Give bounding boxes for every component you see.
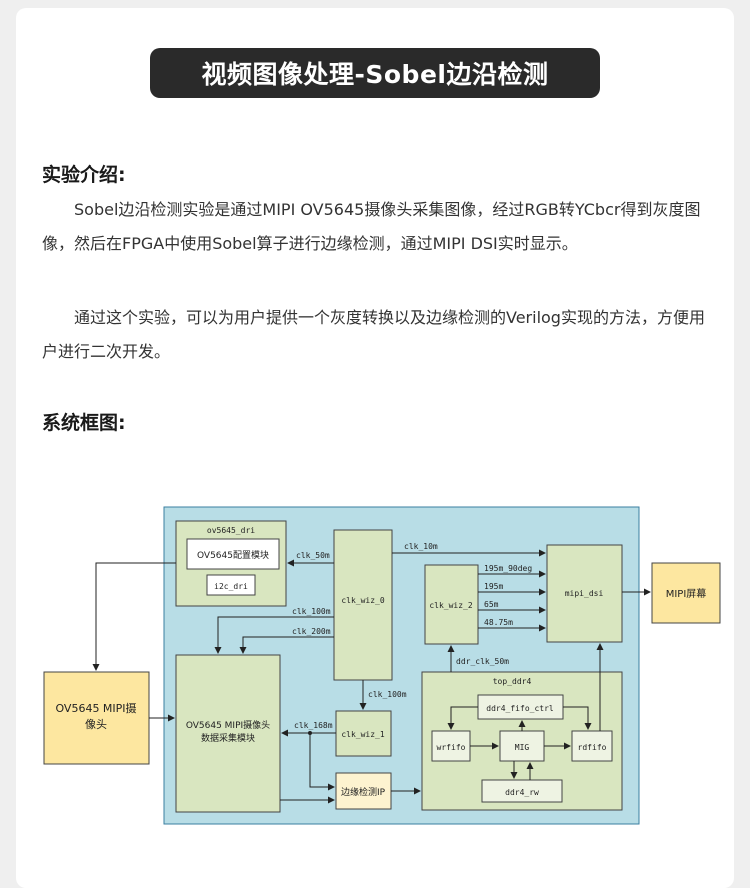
label-clk-200m: clk_200m <box>292 627 331 636</box>
page-title: 视频图像处理-Sobel边沿检测 <box>150 48 600 98</box>
intro-heading: 实验介绍: <box>42 164 126 186</box>
edge-ip-label: 边缘检测IP <box>341 786 386 798</box>
camera-block <box>43 671 150 765</box>
label-65m: 65m <box>484 600 499 609</box>
ov5645-dri-label: ov5645_dri <box>207 526 255 535</box>
label-48-75m: 48.75m <box>484 618 513 627</box>
wire-clk-100m-a <box>214 616 334 654</box>
clk-wiz-0-label: clk_wiz_0 <box>341 596 385 605</box>
ddr4-rw-label: ddr4_rw <box>505 788 539 797</box>
junction-dot <box>308 731 312 735</box>
mipi-dsi-label: mipi_dsi <box>565 589 604 598</box>
label-clk-168m: clk_168m <box>294 721 333 730</box>
ddr4-rw-block <box>481 779 563 803</box>
intro-paragraph-1: Sobel边沿检测实验是通过MIPI OV5645摄像头采集图像，经过RGB转Y… <box>42 200 701 253</box>
wire-clk-168m-branch <box>309 733 335 791</box>
wrfifo-block <box>431 730 471 762</box>
clk-wiz-1-label: clk_wiz_1 <box>341 730 385 739</box>
wire-clk-200m <box>239 636 334 654</box>
mipi-screen-block <box>651 562 721 624</box>
ov5645-config-label: OV5645配置模块 <box>197 549 269 561</box>
label-195m: 195m <box>484 582 503 591</box>
top-ddr4-label: top_ddr4 <box>493 677 532 686</box>
label-clk-50m: clk_50m <box>296 551 330 560</box>
rdfifo-block <box>571 730 613 762</box>
ddr4-fifo-ctrl-block <box>477 694 564 720</box>
label-ddr-clk-50m: ddr_clk_50m <box>456 657 509 666</box>
wire-dri-to-camera <box>92 562 176 671</box>
intro-paragraph-2: 通过这个实验，可以为用户提供一个灰度转换以及边缘检测的Verilog实现的方法，… <box>42 308 705 361</box>
wire-ctrl-to-wrfifo <box>447 706 478 730</box>
label-clk-100m-a: clk_100m <box>292 607 331 616</box>
clk-wiz-0-block <box>333 529 393 681</box>
rdfifo-label: rdfifo <box>578 743 607 752</box>
diagram-heading: 系统框图: <box>42 412 126 434</box>
capture-label-line1: OV5645 MIPI摄像头 <box>186 719 270 731</box>
mig-block <box>499 730 545 762</box>
i2c-dri-label: i2c_dri <box>214 582 248 591</box>
clk-wiz-2-block <box>424 564 479 645</box>
clk-wiz-2-label: clk_wiz_2 <box>429 601 473 610</box>
capture-module-block <box>175 654 281 813</box>
wrfifo-label: wrfifo <box>437 743 466 752</box>
label-clk-10m: clk_10m <box>404 542 438 551</box>
camera-label-line1: OV5645 MIPI摄 <box>55 701 136 715</box>
mig-label: MIG <box>515 743 530 752</box>
ov5645-config-block <box>186 538 280 570</box>
label-clk-100m-b: clk_100m <box>368 690 407 699</box>
capture-label-line2: 数据采集模块 <box>201 732 255 744</box>
ddr4-fifo-ctrl-label: ddr4_fifo_ctrl <box>486 704 554 713</box>
camera-label-line2: 像头 <box>85 718 107 731</box>
clk-wiz-1-block <box>335 710 392 757</box>
label-195m-90deg: 195m_90deg <box>484 564 532 573</box>
mipi-dsi-block <box>546 544 623 643</box>
wire-ctrl-to-rdfifo <box>563 706 592 730</box>
edge-ip-block <box>335 772 392 810</box>
mipi-screen-label: MIPI屏幕 <box>666 587 707 600</box>
i2c-dri-block <box>206 574 256 596</box>
